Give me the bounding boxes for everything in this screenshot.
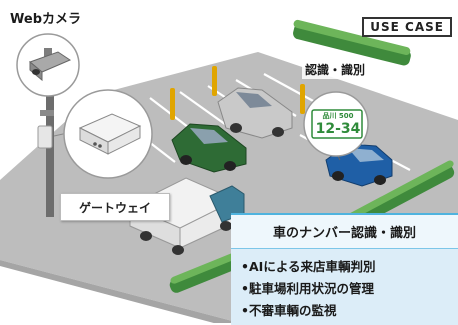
bullet-item: •駐車場利用状況の管理	[241, 281, 374, 296]
gateway-zoom	[53, 89, 153, 179]
hedge-top	[293, 19, 411, 66]
gateway-label: ゲートウェイ	[60, 193, 170, 221]
panel-title-bar	[231, 215, 458, 249]
recognition-label: 認識・識別	[302, 60, 369, 79]
plate-region: 品川 500	[322, 111, 353, 120]
camera-pole	[37, 95, 54, 217]
use-case-panel: 車のナンバー認識・識別 •AIによる来店車輌判別 •駐車場利用状況の管理 •不審…	[231, 213, 458, 325]
web-camera-icon	[29, 48, 72, 82]
gateway-device-icon	[78, 113, 142, 155]
silver-car	[217, 87, 293, 139]
use-case-badge: USE CASE	[362, 17, 452, 37]
plate-zoom	[303, 91, 369, 161]
hedge-bottom	[169, 253, 237, 293]
bollards	[170, 66, 305, 120]
bullet-item: •不審車輌の監視	[241, 303, 337, 318]
camera-zoom	[16, 33, 80, 97]
license-plate-icon	[311, 109, 363, 139]
green-car	[171, 123, 247, 173]
camera-label: Webカメラ	[10, 12, 81, 27]
bullet-item: •AIによる来店車輌判別	[241, 259, 376, 274]
parking-lot-edge	[0, 215, 458, 323]
plate-number: 12-34	[316, 121, 361, 137]
panel-title: 車のナンバー認識・識別	[272, 226, 416, 241]
